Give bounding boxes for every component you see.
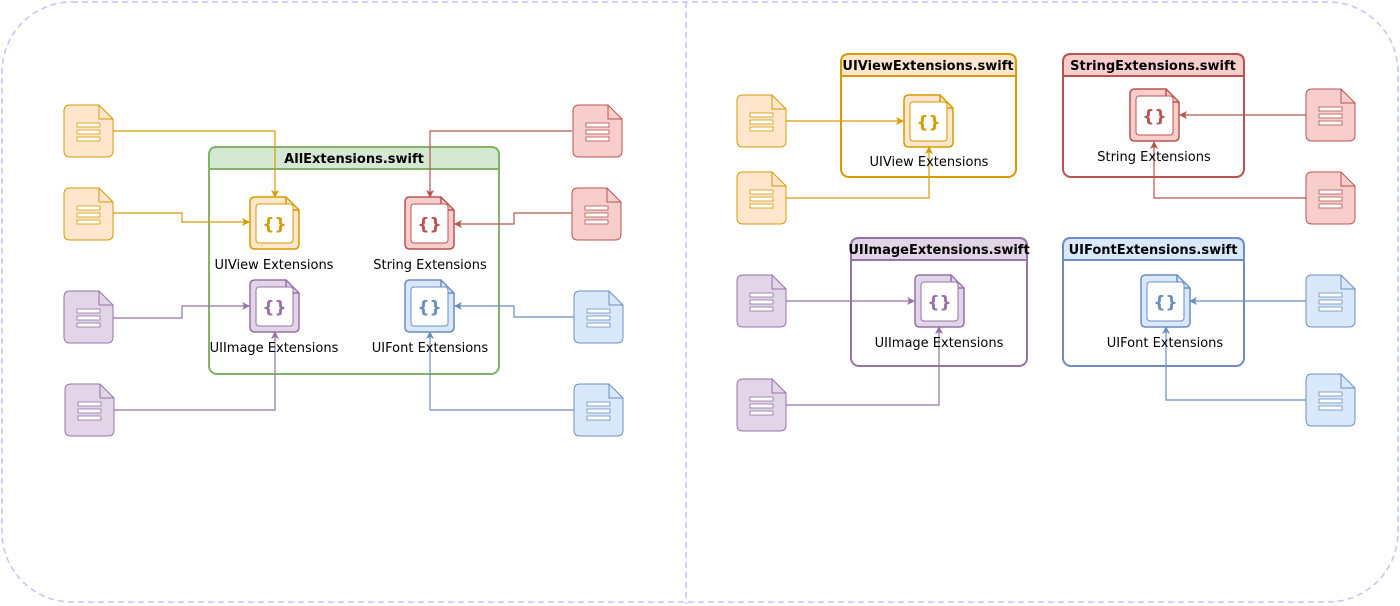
code-file-icon: {}	[903, 94, 954, 148]
svg-text:{}: {}	[262, 215, 286, 235]
code-file-icon: {}	[914, 274, 965, 328]
connector	[1162, 326, 1306, 401]
code-file-icon: {}	[1140, 274, 1191, 328]
svg-text:{}: {}	[262, 298, 286, 318]
uiimage-extensions-label: UIImage Extensions	[875, 336, 1004, 351]
uiview-extensions-label: UIView Extensions	[215, 258, 334, 273]
connector	[454, 302, 574, 318]
document-icon	[736, 94, 787, 148]
document-icon	[573, 290, 624, 344]
connector	[1150, 141, 1306, 199]
uiview-extensions-label: UIView Extensions	[870, 155, 989, 170]
connector	[454, 212, 572, 228]
code-file-icon: {}	[404, 279, 455, 333]
svg-text:{}: {}	[916, 113, 940, 133]
connector	[113, 212, 250, 226]
connector	[426, 130, 572, 198]
uifont-extensions-label: UIFont Extensions	[372, 341, 489, 356]
svg-text:{}: {}	[1153, 293, 1177, 313]
connector	[114, 331, 279, 411]
code-file-icon: {}	[404, 196, 455, 250]
connector	[113, 130, 279, 198]
document-icon	[1305, 373, 1356, 427]
module-title: UIViewExtensions.swift	[842, 59, 1013, 74]
module-title: UIImageExtensions.swift	[848, 243, 1029, 258]
module-title: UIFontExtensions.swift	[1069, 243, 1238, 258]
left-panel: AllExtensions.swift	[63, 104, 624, 437]
code-file-icon: {}	[1129, 88, 1180, 142]
document-icon	[63, 187, 114, 241]
string-extensions-label: String Extensions	[1097, 150, 1211, 165]
code-file-icon: {}	[249, 279, 300, 333]
document-icon	[736, 378, 787, 432]
uiimage-extensions-label: UIImage Extensions	[210, 341, 339, 356]
document-icon	[736, 274, 787, 328]
container-title: AllExtensions.swift	[284, 152, 424, 167]
document-icon	[573, 383, 624, 437]
document-icon	[64, 383, 115, 437]
module-title: StringExtensions.swift	[1070, 59, 1236, 74]
svg-text:{}: {}	[417, 298, 441, 318]
connector	[426, 331, 574, 411]
svg-text:{}: {}	[417, 215, 441, 235]
document-icon	[1305, 274, 1356, 328]
document-icon	[571, 187, 622, 241]
document-icon	[572, 104, 623, 158]
document-icon	[1305, 88, 1356, 142]
document-icon	[1305, 171, 1356, 225]
string-extensions-label: String Extensions	[373, 258, 487, 273]
right-panel: UIViewExtensions.swift StringExtensions.…	[736, 53, 1356, 432]
svg-text:{}: {}	[927, 293, 951, 313]
uifont-extensions-label: UIFont Extensions	[1107, 336, 1224, 351]
document-icon	[63, 104, 114, 158]
svg-text:{}: {}	[1142, 107, 1166, 127]
connector	[786, 146, 933, 199]
code-file-icon: {}	[249, 196, 300, 250]
connector	[113, 302, 250, 319]
document-icon	[63, 290, 114, 344]
connector	[786, 326, 943, 406]
document-icon	[736, 171, 787, 225]
